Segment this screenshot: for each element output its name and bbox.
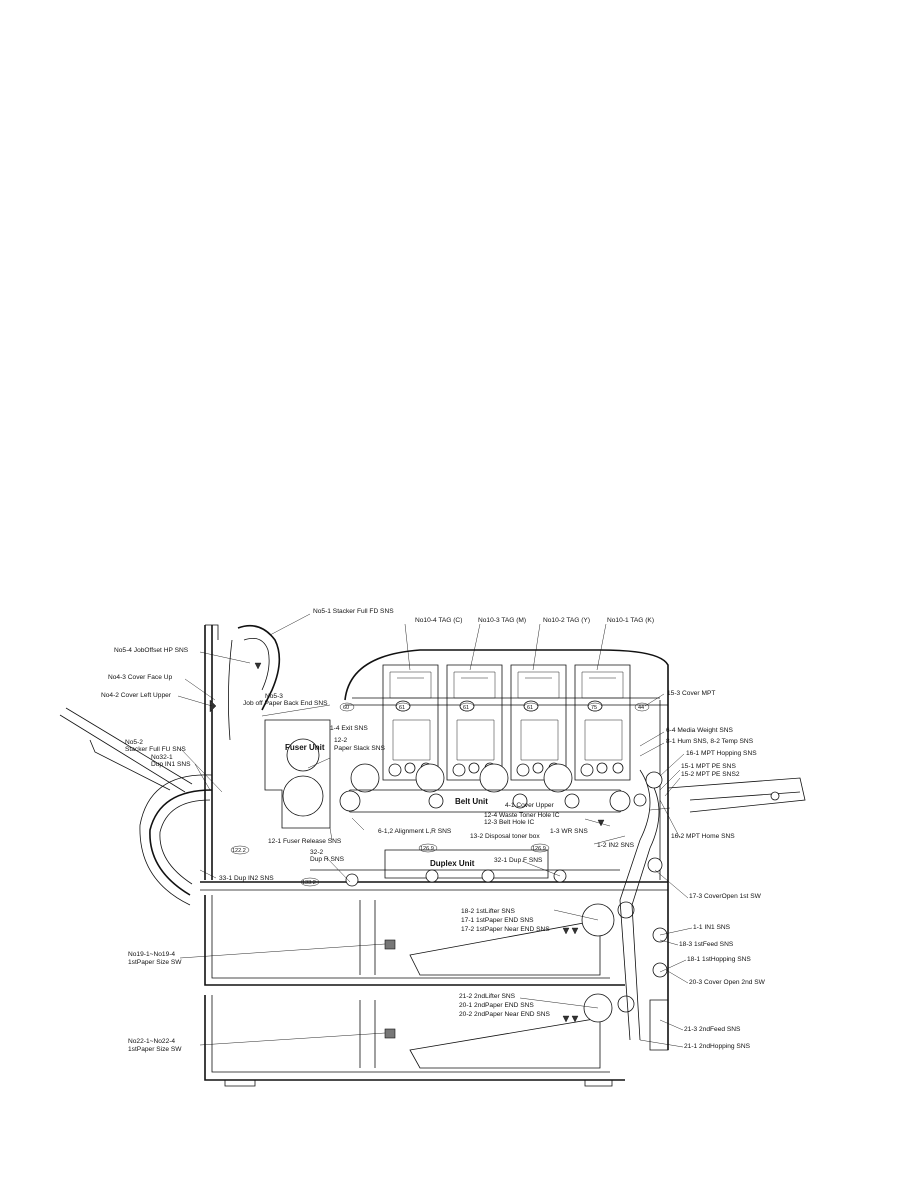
label-disposal-box: 13-2 Disposal toner box (470, 833, 540, 840)
duplex-unit-title: Duplex Unit (430, 859, 475, 868)
tray-1 (204, 895, 635, 986)
path-number: 122.2 (232, 848, 246, 854)
label-paper-end2: 20-1 2ndPaper END SNS (459, 1002, 534, 1009)
belt-unit-title: Belt Unit (455, 797, 488, 806)
label-no22: No22-1~No22-4 (128, 1038, 175, 1045)
duplex-unit: Duplex Unit (310, 849, 620, 887)
cartridge-m (446, 664, 503, 781)
label-near-end1: 17-2 1stPaper Near END SNS (461, 926, 550, 933)
printer-body-outline (59, 624, 669, 1050)
path-number: 60 (343, 705, 349, 711)
toner-cartridges (350, 664, 631, 793)
label-hopping2: 21-1 2ndHopping SNS (684, 1043, 751, 1050)
path-number: 61 (527, 705, 533, 711)
label-feed2: 21-3 2ndFeed SNS (684, 1026, 741, 1033)
path-dimension-bubbles: 60 61 61 61 75 44 126.9 126.9 122.2 133.… (230, 702, 650, 887)
label-no32-1: No32-1 (151, 754, 173, 761)
label-belt-hole: 12-3 Belt Hole IC (484, 819, 534, 826)
label-in1-sns: 1-1 IN1 SNS (693, 924, 731, 931)
label-tag-k: No10-1 TAG (K) (607, 617, 654, 624)
label-tag-m: No10-3 TAG (M) (478, 617, 526, 624)
path-number: 44 (638, 705, 644, 711)
tray-2 (204, 993, 635, 1087)
label-feed1: 18-3 1stFeed SNS (679, 941, 734, 948)
drum-roller (479, 763, 509, 793)
label-fuser-release: 12-1 Fuser Release SNS (268, 838, 342, 845)
label-no5-3: No5-3 (265, 693, 283, 700)
label-wr-sns: 1-3 WR SNS (550, 828, 588, 835)
label-cover-open-1st: 17-3 CoverOpen 1st SW (689, 893, 762, 900)
cartridge-k (574, 664, 631, 781)
path-number: 133.2 (302, 880, 316, 886)
label-paper-end1: 17-1 1stPaper END SNS (461, 917, 534, 924)
label-stacker-full-fd: No5-1 Stacker Full FD SNS (313, 608, 394, 615)
label-waste-toner: 12-4 Waste Toner Hole IC (484, 812, 560, 819)
drum-roller (415, 763, 445, 793)
path-number: 126.9 (532, 846, 546, 852)
label-hopping1: 18-1 1stHopping SNS (687, 956, 751, 963)
label-alignment: 6-1,2 Alignment L,R SNS (378, 828, 452, 835)
path-number: 75 (591, 705, 597, 711)
label-dup-in1: Dup IN1 SNS (151, 761, 191, 768)
path-number: 126.9 (420, 846, 434, 852)
label-cover-open-2nd: 20-3 Cover Open 2nd SW (689, 979, 766, 986)
paper-size-switch-2 (384, 1028, 396, 1039)
label-cover-face-up: No4-3 Cover Face Up (108, 674, 172, 681)
cartridge-c (382, 664, 439, 781)
fuser-unit: Fuser Unit (264, 719, 331, 829)
sensor-markers (209, 662, 605, 1023)
label-paper-size2: 1stPaper Size SW (128, 1046, 182, 1053)
label-paper-slack: Paper Slack SNS (334, 745, 386, 752)
label-exit-sns: 1-4 Exit SNS (330, 725, 368, 732)
label-tag-y: No10-2 TAG (Y) (543, 617, 590, 624)
cartridge-y (510, 664, 567, 781)
right-feed-path (619, 769, 806, 1051)
drum-roller (350, 763, 380, 793)
label-no32-2: 32-2 (310, 849, 324, 856)
label-lifter2: 21-2 2ndLifter SNS (459, 993, 516, 1000)
label-paper-size1: 1stPaper Size SW (128, 959, 182, 966)
label-lifter1: 18-2 1stLifter SNS (461, 908, 515, 915)
sensor-labels: No5-1 Stacker Full FD SNS No10-4 TAG (C)… (101, 608, 766, 1053)
label-stacker-full-fu: Stacker Full FU SNS (125, 746, 186, 753)
path-number: 61 (463, 705, 469, 711)
label-mpt-home: 16-2 MPT Home SNS (671, 833, 735, 840)
label-no5-2: No5-2 (125, 739, 143, 746)
label-mpt-pe2: 15-2 MPT PE SNS2 (681, 771, 740, 778)
label-no12-2: 12-2 (334, 737, 348, 744)
label-mpt-pe: 15-1 MPT PE SNS (681, 763, 736, 770)
label-job-offset-hp: No5-4 JobOffset HP SNS (114, 647, 189, 654)
label-cover-left-upper: No4-2 Cover Left Upper (101, 692, 172, 699)
label-cover-upper: 4-1 Cover Upper (505, 802, 555, 809)
label-mpt-hopping: 16-1 MPT Hopping SNS (686, 750, 757, 757)
label-no19: No19-1~No19-4 (128, 951, 175, 958)
label-near-end2: 20-2 2ndPaper Near END SNS (459, 1011, 550, 1018)
label-tag-c: No10-4 TAG (C) (415, 617, 462, 624)
fuser-unit-title: Fuser Unit (285, 743, 325, 752)
label-job-off-back-end: Job off Paper Back End SNS (243, 700, 328, 707)
label-media-weight: 6-4 Media Weight SNS (666, 727, 734, 734)
leader-lines (177, 613, 693, 1048)
label-cover-mpt: 15-3 Cover MPT (667, 690, 715, 697)
label-dup-r: Dup R SNS (310, 856, 345, 863)
label-dup-in2: 33-1 Dup IN2 SNS (219, 875, 274, 882)
label-in2-sns: 1-2 IN2 SNS (597, 842, 635, 849)
label-hum-temp: 8-1 Hum SNS, 8-2 Temp SNS (666, 738, 754, 745)
paper-size-switch-1 (384, 939, 396, 950)
belt-unit: Belt Unit (339, 789, 631, 813)
drum-roller (543, 763, 573, 793)
path-number: 61 (399, 705, 405, 711)
label-dup-f: 32-1 Dup F SNS (494, 857, 543, 864)
